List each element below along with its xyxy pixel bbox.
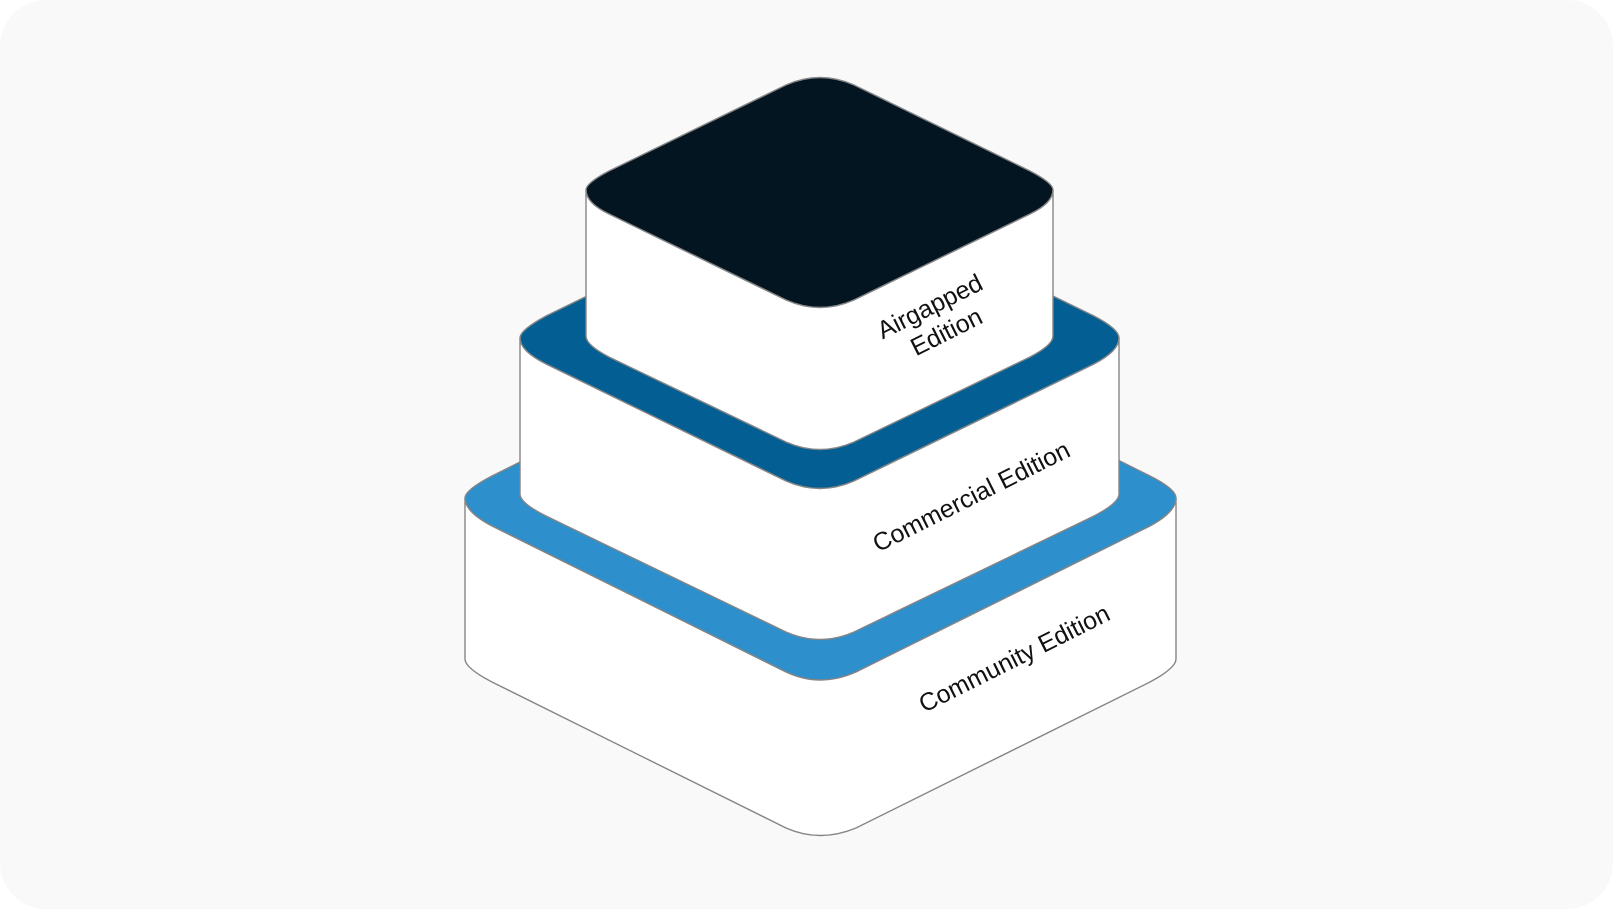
layer-airgapped: Airgapped Edition [585, 76, 1054, 451]
community-side-face [464, 497, 1177, 837]
airgapped-side-face [585, 189, 1054, 451]
commercial-side-face [519, 337, 1120, 641]
